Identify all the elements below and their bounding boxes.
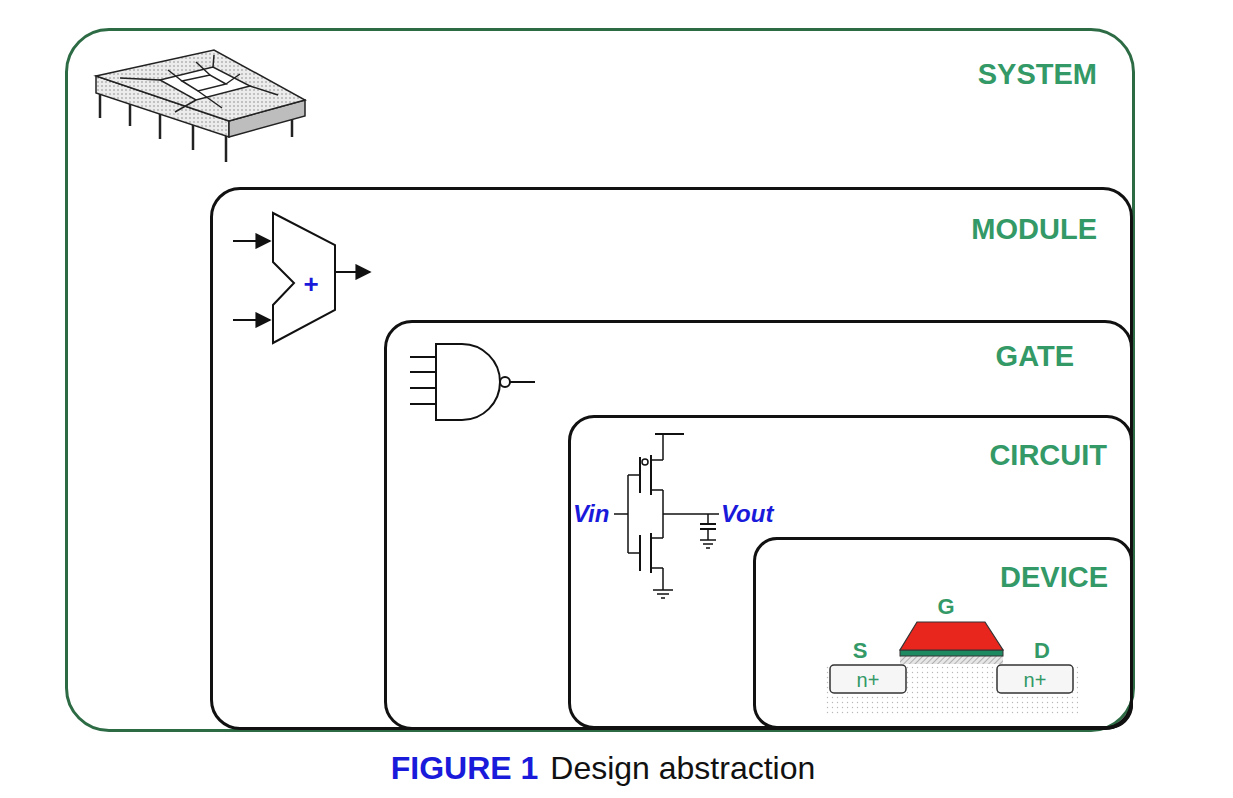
pmos-bubble — [642, 459, 648, 465]
input-wire — [614, 513, 628, 515]
adder-body — [273, 213, 335, 343]
substrate — [826, 664, 1078, 716]
terminal-name: G — [937, 594, 954, 620]
nmos-channel — [650, 533, 652, 573]
doping-label: n+ — [1024, 669, 1047, 692]
wire — [707, 514, 709, 524]
supply-rail — [655, 433, 684, 435]
level-title: DEVICE — [1000, 561, 1108, 594]
package-pin — [129, 102, 132, 126]
package-top — [96, 50, 305, 121]
pmos-channel — [650, 455, 652, 495]
input-arrow — [233, 240, 270, 242]
gate-output — [510, 381, 535, 383]
gate-electrode — [900, 622, 1003, 650]
gate-input — [410, 356, 436, 358]
wire — [662, 568, 664, 590]
output-arrow — [336, 271, 370, 273]
doping-label: n+ — [857, 669, 880, 692]
level-title: SYSTEM — [978, 58, 1097, 91]
output-wire — [663, 513, 719, 515]
abstraction-level-box: SYSTEM MODULE GATE CIRCUIT DEVICE — [65, 28, 1135, 732]
abstraction-level-box: GATE CIRCUIT DEVICE — [384, 320, 1133, 730]
mos-cross-section — [826, 622, 1078, 716]
gate-input — [410, 403, 436, 405]
nand-gate-symbol — [410, 344, 535, 420]
figure-number: FIGURE 1 — [391, 750, 539, 787]
package-pin — [99, 92, 102, 118]
operator-symbol: + — [303, 269, 318, 300]
die-core — [182, 75, 226, 91]
wire — [707, 529, 709, 540]
wire — [628, 474, 640, 476]
wire — [651, 489, 663, 491]
gate-oxide — [900, 650, 1003, 656]
signal-name: Vout — [721, 500, 773, 528]
gate-input — [410, 371, 436, 373]
channel-region — [900, 656, 1003, 664]
gate-body — [436, 344, 500, 420]
drain-diffusion — [997, 665, 1073, 693]
terminal-name: S — [853, 638, 868, 664]
bond-wire — [120, 55, 278, 112]
abstraction-level-box: CIRCUIT DEVICE — [568, 415, 1133, 729]
package-pin — [291, 118, 294, 137]
wire — [628, 552, 640, 554]
level-title: GATE — [996, 340, 1074, 373]
package-pin — [225, 136, 228, 162]
caption-row: FIGURE 1 Design abstraction — [0, 750, 1206, 787]
level-title: MODULE — [971, 213, 1097, 246]
abstraction-level-box: DEVICE — [753, 537, 1133, 729]
adder-symbol — [233, 213, 370, 343]
package-pin — [159, 112, 162, 139]
wire — [651, 459, 663, 461]
capacitor-symbol — [700, 524, 716, 529]
ground-symbol — [653, 590, 673, 598]
input-arrow — [233, 319, 270, 321]
abstraction-level-box: MODULE GATE CIRCUIT DEVICE — [210, 187, 1133, 730]
source-diffusion — [830, 665, 906, 693]
wire — [651, 537, 663, 539]
wire — [651, 567, 663, 569]
inverter-schematic — [614, 434, 719, 598]
inversion-bubble — [500, 377, 510, 387]
figure-caption: Design abstraction — [550, 752, 815, 784]
ground-symbol — [700, 540, 716, 548]
level-title: CIRCUIT — [989, 439, 1107, 472]
gate-input — [410, 387, 436, 389]
chip-package — [96, 50, 305, 162]
package-pin — [192, 124, 195, 150]
terminal-name: D — [1034, 638, 1050, 664]
signal-name: Vin — [573, 500, 609, 528]
wire — [662, 434, 664, 460]
